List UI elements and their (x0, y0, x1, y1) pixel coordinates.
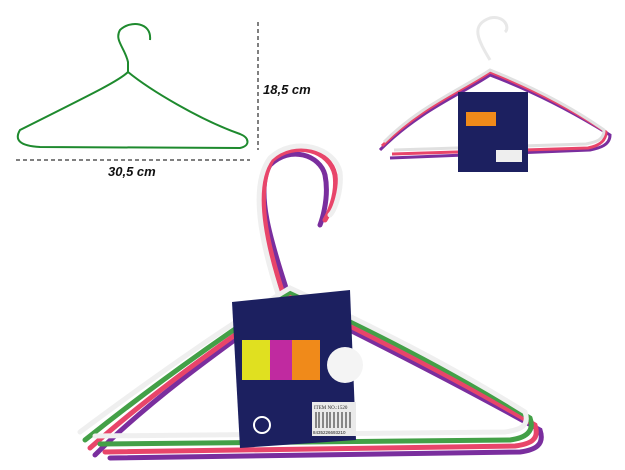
height-label: 18,5 cm (263, 82, 311, 97)
small-hanger-set (378, 16, 612, 160)
package-stripe-orange (292, 340, 320, 380)
item-number: ITEM NO.:1520 (314, 406, 348, 411)
recycle-icon (253, 416, 271, 434)
package-stripe-yellow (242, 340, 270, 380)
width-label: 30,5 cm (108, 164, 156, 179)
green-hanger-diagram (16, 23, 249, 150)
barcode-number: 8435226693210 (313, 430, 346, 435)
small-package-artwork (466, 112, 496, 126)
small-barcode (496, 150, 522, 162)
mascot-icon (327, 347, 363, 383)
package-stripe-magenta (270, 340, 292, 380)
barcode-icon (315, 412, 351, 428)
large-hanger-set (77, 143, 544, 461)
